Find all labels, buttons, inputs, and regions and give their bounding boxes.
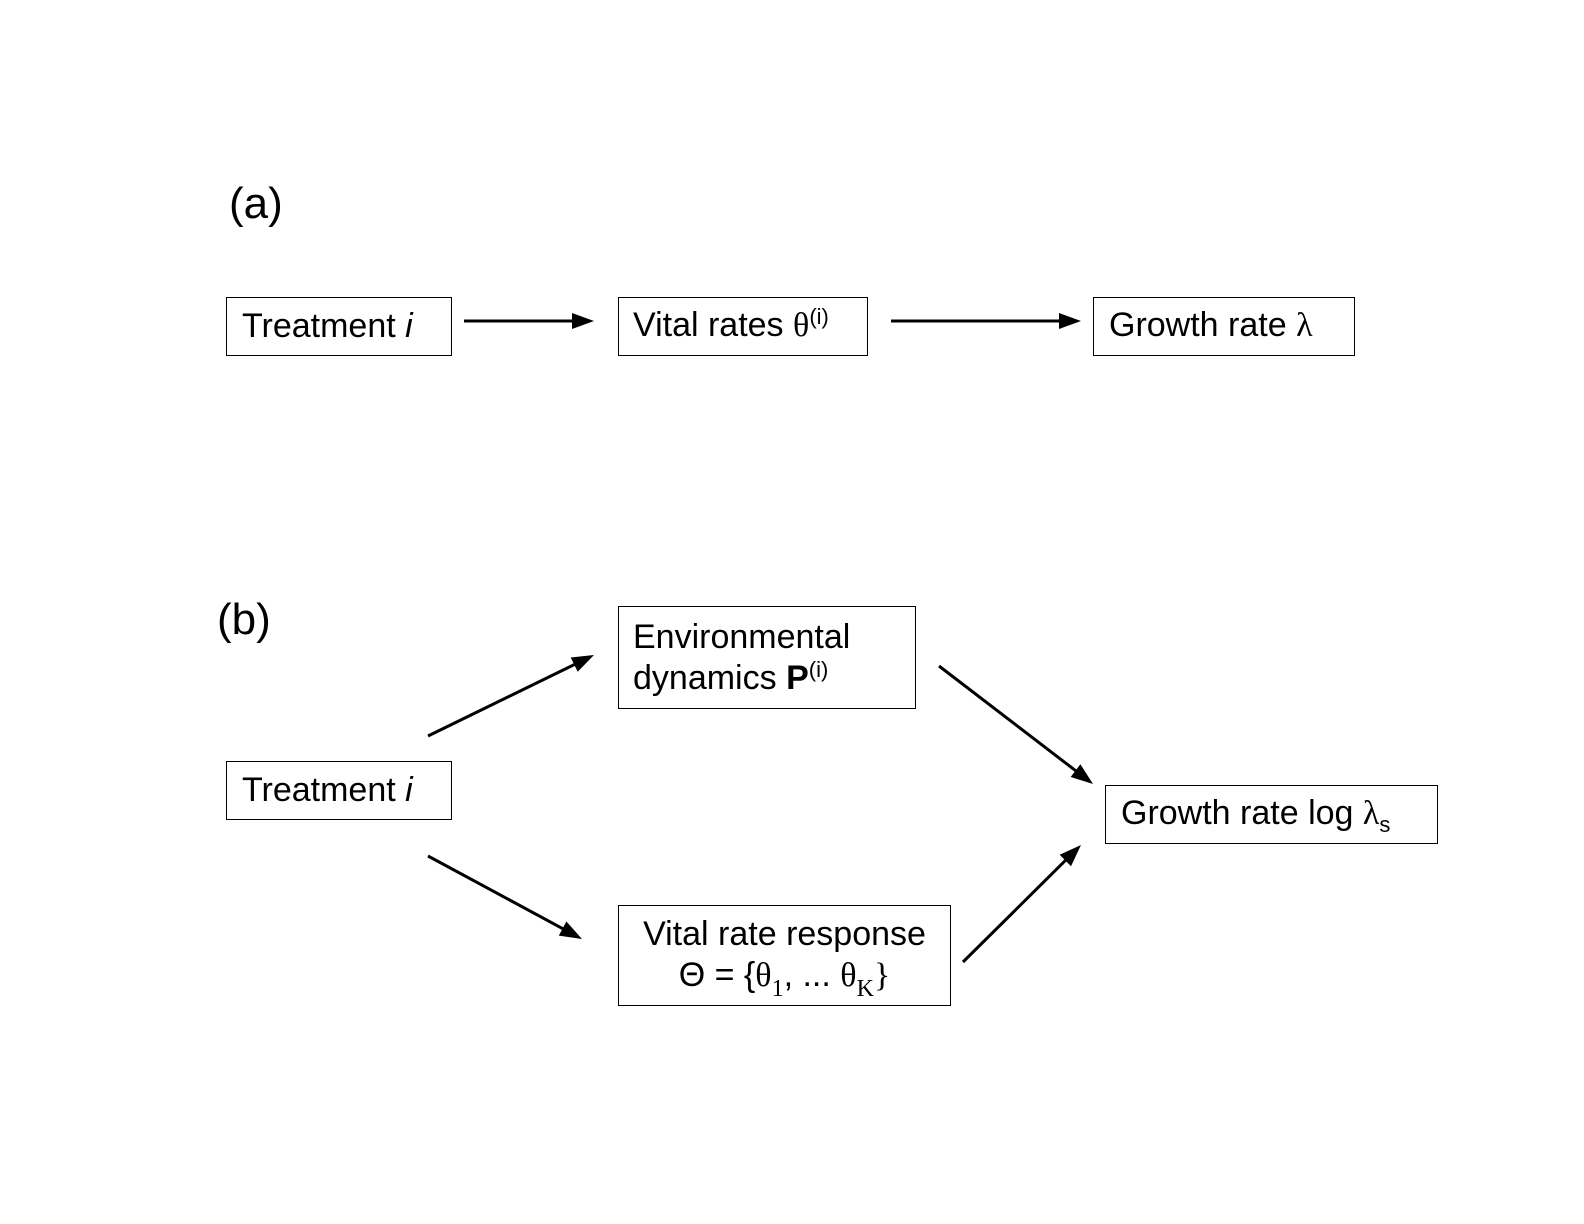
a-vital-rates-box: Vital rates θ(i)	[618, 297, 868, 356]
b-environmental-P: P	[786, 658, 809, 697]
b-growth-rate-box: Growth rate log λs	[1105, 785, 1438, 844]
arrow-a-treatment-to-vital	[464, 313, 594, 329]
arrow-b-env-to-growth-head	[1070, 764, 1093, 784]
arrow-b-treatment-to-vital-head	[558, 921, 582, 939]
b-environmental-line1: Environmental	[633, 618, 851, 656]
b-vital-response-sub1: 1	[771, 975, 784, 1002]
panel-a-label: (a)	[229, 179, 283, 228]
a-vital-rates-text: Vital rates	[633, 306, 794, 344]
b-environmental-dynamics: dynamics	[633, 658, 787, 697]
arrow-b-treatment-to-env-head	[570, 655, 594, 672]
b-vital-response-subK: K	[856, 975, 874, 1002]
a-growth-rate-lambda: λ	[1296, 307, 1313, 344]
a-vital-rates-theta: θ	[793, 307, 810, 344]
b-vital-response-line1: Vital rate response	[643, 915, 926, 953]
arrow-b-treatment-to-env	[427, 655, 594, 738]
arrow-a-vital-to-growth-head	[1059, 313, 1081, 329]
b-treatment-var: i	[405, 771, 413, 809]
a-growth-rate-text: Growth rate	[1109, 306, 1297, 344]
b-vital-response-thetaK: θ	[840, 956, 857, 994]
b-vital-response-equals: = {	[705, 955, 756, 994]
b-growth-rate-text: Growth rate log	[1121, 794, 1363, 832]
b-vital-response-theta-cap: Θ	[678, 955, 706, 994]
arrow-b-env-to-growth	[938, 664, 1093, 784]
b-growth-rate-lambda: λ	[1362, 795, 1380, 832]
b-environmental-line2: dynamics P(i)	[633, 656, 915, 699]
a-vital-rates-sup: (i)	[809, 304, 829, 329]
b-treatment-box: Treatment i	[226, 761, 452, 820]
b-vital-response-box: Vital rate response Θ = {θ1, ... θK}	[618, 905, 951, 1006]
arrows	[427, 313, 1093, 964]
arrow-b-treatment-to-vital-shaft	[427, 854, 566, 931]
arrow-b-vital-to-growth-shaft	[961, 858, 1068, 964]
a-treatment-var: i	[405, 307, 413, 345]
b-growth-rate-sub: s	[1379, 812, 1391, 837]
arrow-a-treatment-to-vital-head	[572, 313, 594, 329]
b-vital-response-middle: , ...	[783, 955, 841, 994]
b-vital-response-line2: Θ = {θ1, ... θK}	[619, 955, 950, 1002]
b-treatment-text: Treatment	[242, 771, 406, 809]
arrow-b-treatment-to-env-shaft	[427, 662, 577, 738]
b-vital-response-theta1: θ	[755, 956, 772, 994]
b-vital-response-close: }	[873, 956, 891, 994]
arrow-a-vital-to-growth	[891, 313, 1081, 329]
arrow-b-treatment-to-vital	[427, 854, 582, 939]
a-treatment-text: Treatment	[242, 307, 406, 345]
arrow-b-env-to-growth-shaft	[938, 664, 1079, 774]
arrow-b-vital-to-growth	[961, 845, 1081, 964]
arrow-b-vital-to-growth-head	[1059, 845, 1081, 867]
panel-b-label: (b)	[217, 595, 271, 644]
b-environmental-sup: (i)	[808, 656, 829, 682]
a-treatment-box: Treatment i	[226, 297, 452, 356]
b-environmental-box: Environmental dynamics P(i)	[618, 606, 916, 709]
a-growth-rate-box: Growth rate λ	[1093, 297, 1355, 356]
